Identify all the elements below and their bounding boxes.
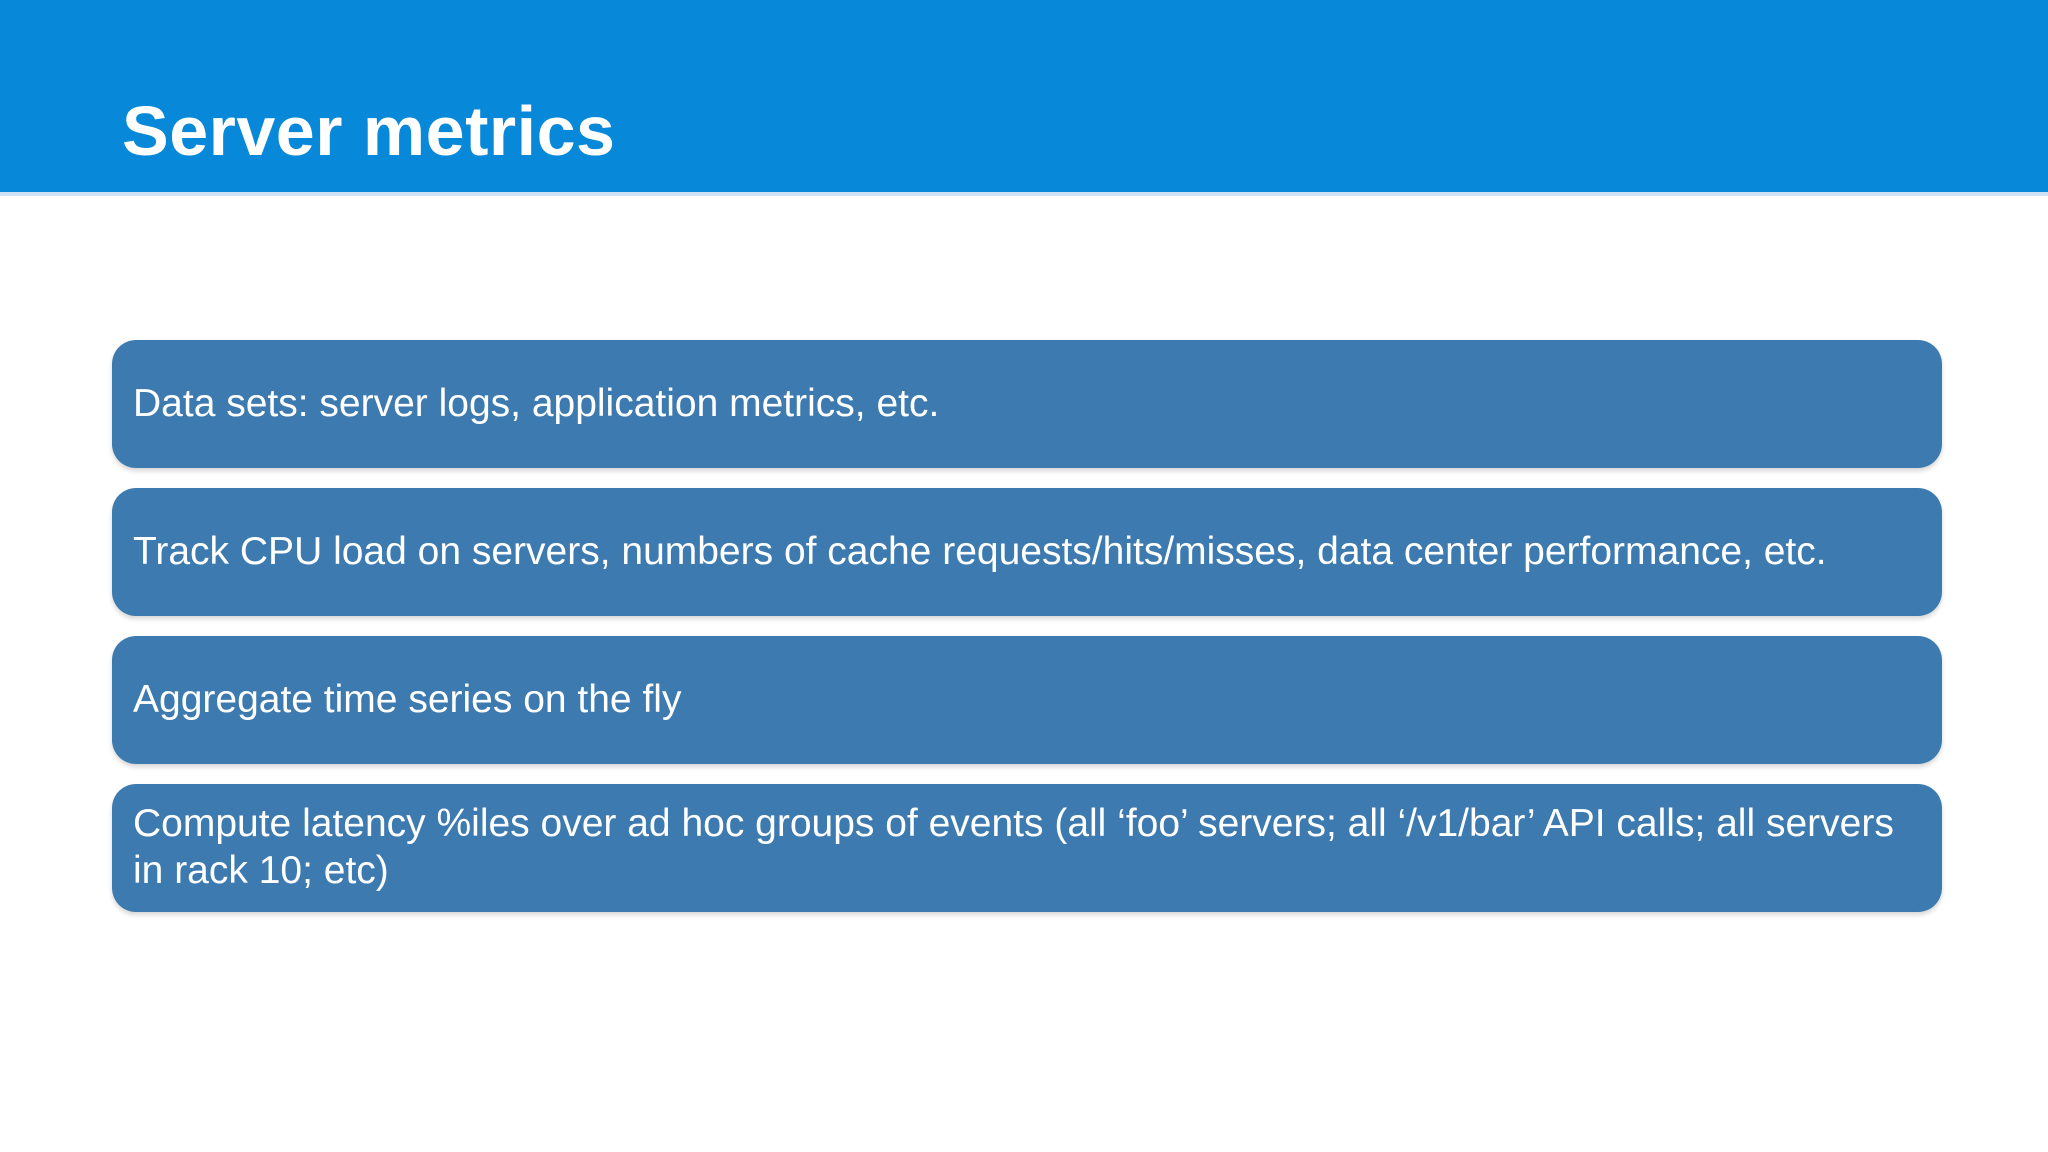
page-title: Server metrics xyxy=(122,92,616,170)
slide-header: Server metrics xyxy=(0,0,2048,196)
bullet-text-track-cpu: Track CPU load on servers, numbers of ca… xyxy=(133,529,1827,573)
bullet-box-aggregate: Aggregate time series on the fly xyxy=(112,636,1942,764)
bullet-list: Data sets: server logs, application metr… xyxy=(112,340,1942,912)
bullet-box-datasets: Data sets: server logs, application metr… xyxy=(112,340,1942,468)
bullet-text-aggregate: Aggregate time series on the fly xyxy=(133,677,682,721)
bullet-text-datasets: Data sets: server logs, application metr… xyxy=(133,381,940,425)
bullet-box-latency: Compute latency %iles over ad hoc groups… xyxy=(112,784,1942,912)
bullet-box-track-cpu: Track CPU load on servers, numbers of ca… xyxy=(112,488,1942,616)
bullet-text-latency: Compute latency %iles over ad hoc groups… xyxy=(133,802,1894,892)
